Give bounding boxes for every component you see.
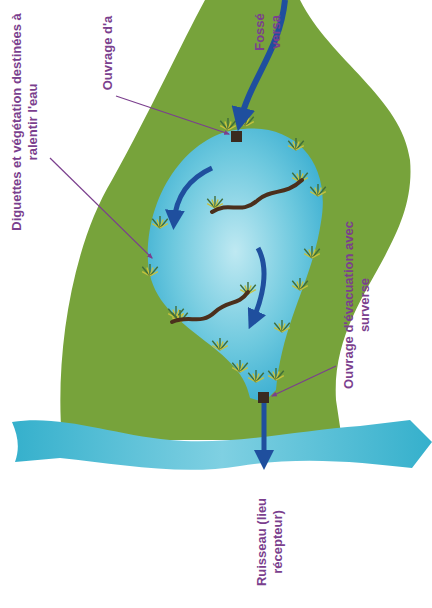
grass-blade	[150, 272, 158, 276]
leader-line	[50, 158, 152, 258]
grass-blade	[246, 122, 254, 126]
outlet-structure	[258, 392, 269, 403]
small-dike	[172, 292, 248, 322]
grass-blade	[288, 141, 296, 150]
vegetation	[142, 114, 326, 382]
leader-line	[116, 96, 229, 134]
flow-arrow	[174, 168, 212, 222]
grass-blade	[312, 254, 320, 258]
outflow-arrow	[262, 400, 267, 462]
grass-blade	[304, 249, 312, 258]
grass-blade	[228, 126, 236, 130]
grass-blade	[232, 363, 240, 372]
small-dike	[212, 180, 302, 212]
inflow-arrow	[240, 0, 285, 122]
grass-blade	[150, 267, 158, 276]
grass-blade	[274, 323, 282, 332]
grass-blade	[256, 378, 264, 382]
grass-blade	[296, 146, 304, 150]
grass-blade	[268, 371, 276, 380]
grass-blade	[142, 267, 150, 276]
grass-blade	[292, 281, 300, 290]
grass-blade	[256, 373, 264, 382]
grass-blade	[300, 286, 308, 290]
grass-blade	[282, 323, 290, 332]
callout-label: Ouvrage d'a	[100, 3, 116, 103]
grass-blade	[318, 187, 326, 196]
grass-blade	[220, 341, 228, 350]
callout-label: Ruisseau (lieu récepteur)	[254, 482, 286, 602]
flow-arrow	[252, 248, 264, 322]
grass-blade	[160, 219, 168, 228]
grass-blade	[310, 187, 318, 196]
grass-blade	[240, 368, 248, 372]
grass-blade	[228, 121, 236, 130]
grass-blade	[318, 192, 326, 196]
grass-blade	[207, 199, 215, 208]
grass-blade	[220, 121, 228, 130]
grass-blade	[276, 376, 284, 380]
stream	[12, 420, 432, 470]
callout-label: Diguettes et végétation destinées à rale…	[9, 4, 41, 240]
callout-label: Fossé versa	[252, 6, 284, 58]
grass-blade	[240, 363, 248, 372]
grass-blade	[300, 281, 308, 290]
grass-blade	[248, 373, 256, 382]
grass-blade	[160, 224, 168, 228]
callout-label: Ouvrage d'évacuation avec surverse	[341, 196, 373, 414]
inlet-structure	[231, 131, 242, 142]
grass-blade	[276, 371, 284, 380]
retention-pond	[148, 128, 323, 402]
grass-blade	[312, 249, 320, 258]
grass-blade	[282, 328, 290, 332]
grass-blade	[152, 219, 160, 228]
leader-line	[272, 366, 336, 396]
grass-blade	[212, 341, 220, 350]
grass-blade	[220, 346, 228, 350]
grass-blade	[246, 117, 254, 126]
grass-blade	[296, 141, 304, 150]
